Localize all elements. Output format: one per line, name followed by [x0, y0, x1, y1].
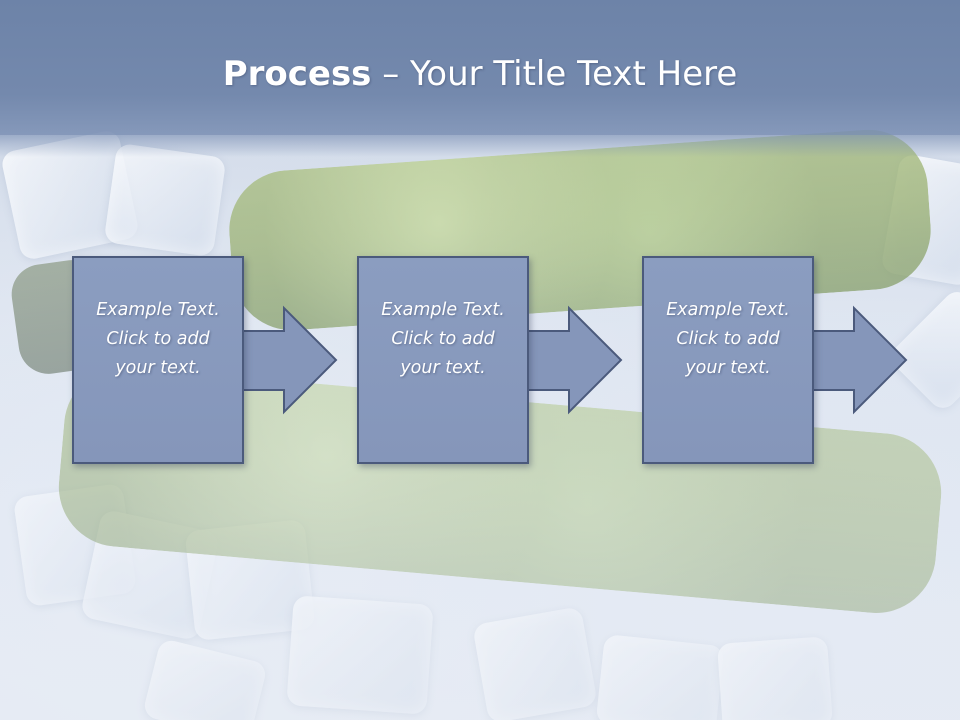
title-bar: [0, 0, 960, 157]
title-bar-fade: [0, 135, 960, 157]
process-step: Example Text. Click to add your text.: [642, 256, 922, 468]
process-step-text: Example Text. Click to add your text.: [96, 299, 220, 378]
process-step-text: Example Text. Click to add your text.: [666, 299, 790, 378]
process-step-text: Example Text. Click to add your text.: [381, 299, 505, 378]
process-step-box[interactable]: Example Text. Click to add your text.: [72, 256, 244, 464]
process-step-box[interactable]: Example Text. Click to add your text.: [357, 256, 529, 464]
slide-title-rest: – Your Title Text Here: [371, 54, 738, 94]
process-step: Example Text. Click to add your text.: [72, 256, 352, 468]
process-step: Example Text. Click to add your text.: [357, 256, 637, 468]
slide-title-bold: Process: [222, 54, 372, 94]
slide-title[interactable]: Process – Your Title Text Here: [0, 52, 960, 96]
process-step-box[interactable]: Example Text. Click to add your text.: [642, 256, 814, 464]
